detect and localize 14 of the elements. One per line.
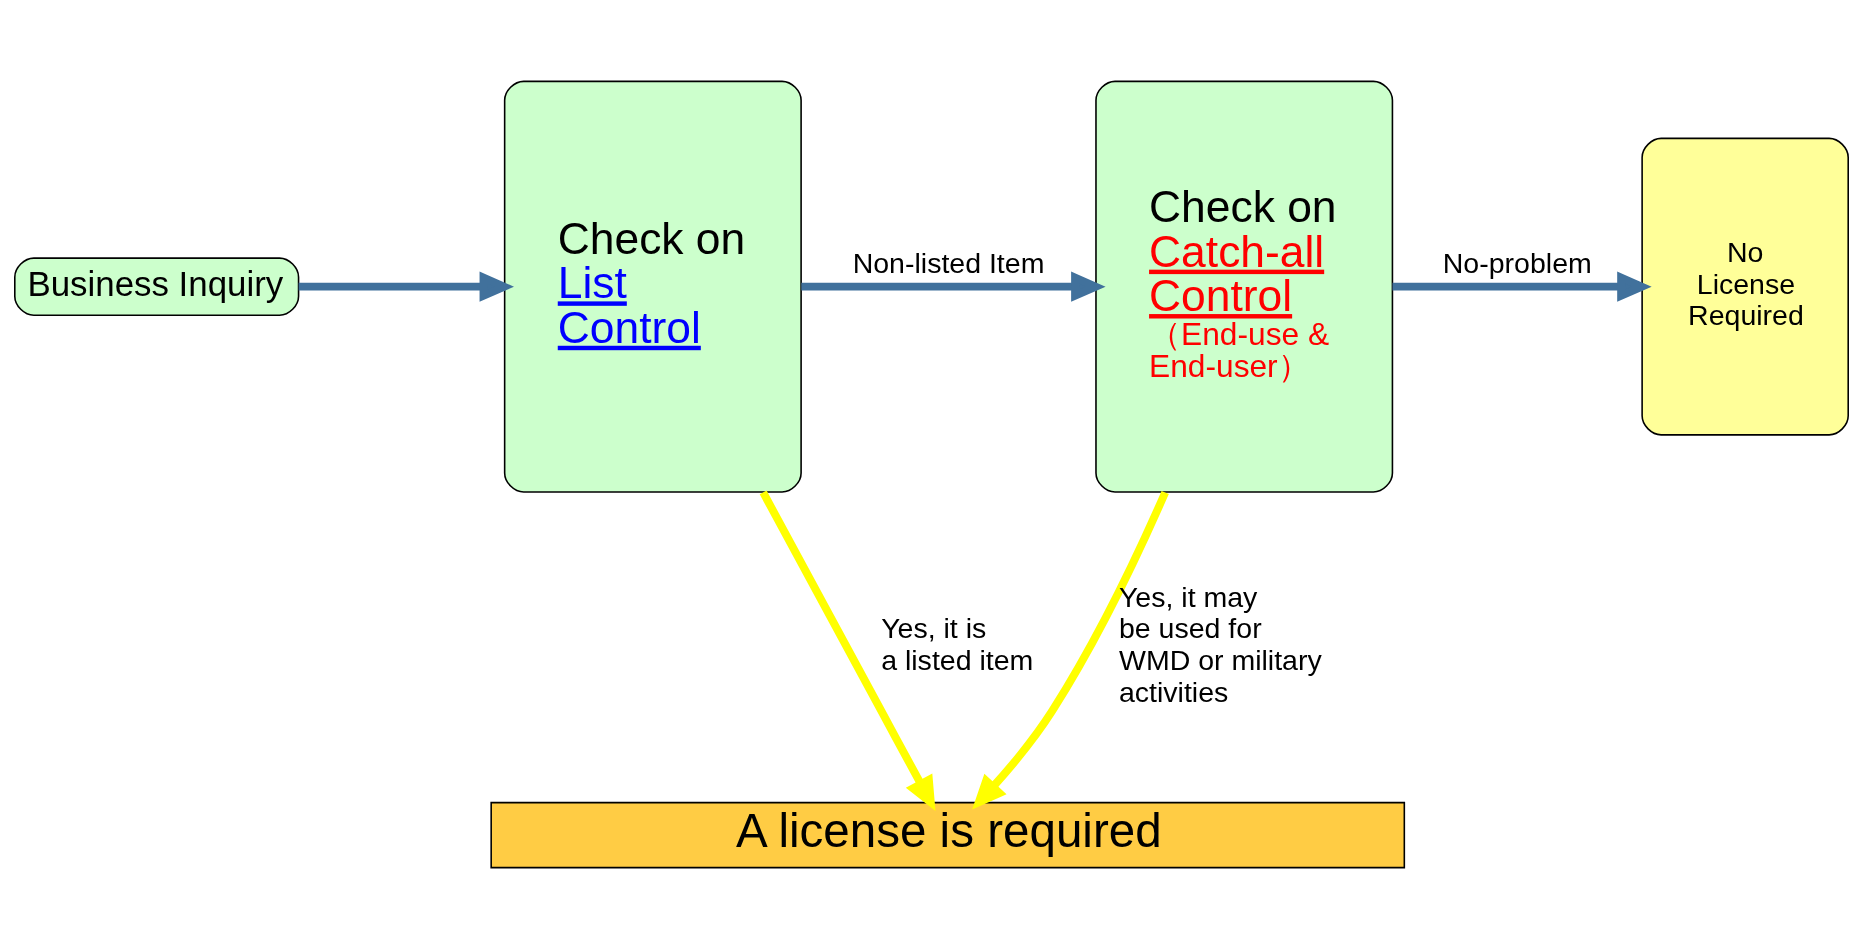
node-box: A license is required	[490, 801, 1406, 868]
node-box: No License Required	[1641, 137, 1849, 436]
edge-label: Non-listed Item	[852, 246, 1045, 279]
edge-label: Yes, it may be used for WMD or military activities	[1118, 580, 1322, 708]
arrow	[1392, 271, 1652, 302]
arrow	[801, 271, 1106, 302]
node-box: Check on Catch-all Control （End-use & End-user）	[1095, 80, 1394, 493]
arrow	[759, 490, 936, 811]
arrow	[298, 271, 514, 302]
edge-label: No-problem	[1442, 246, 1592, 279]
node-box: Check on List Control	[503, 80, 802, 493]
node-box: Business Inquiry	[14, 256, 300, 316]
edge-label: Yes, it is a listed item	[881, 611, 1034, 676]
arrow	[972, 490, 1169, 809]
